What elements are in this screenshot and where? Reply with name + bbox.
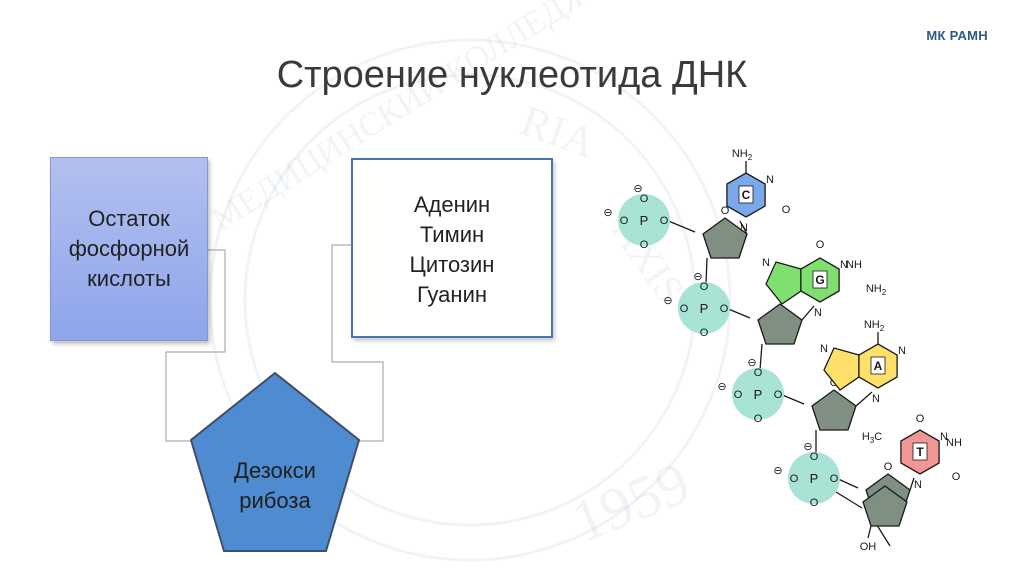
hydroxyl-group-label: OH xyxy=(860,541,877,553)
deoxyribose-sugar-ring xyxy=(702,217,748,259)
negative-charge-icon: ⊖ xyxy=(717,381,726,393)
dna-strand-illustration: POOOO⊖⊖OCNNNH2OPOOOO⊖⊖ONGNNONHNH2POOOO⊖⊖… xyxy=(603,148,962,553)
base-line-adenine: Аденин xyxy=(413,192,491,217)
phosphorus-atom-label: P xyxy=(810,471,819,486)
oxygen-atom-label: O xyxy=(640,193,649,205)
glycosidic-bond xyxy=(909,477,915,491)
negative-charge-icon: ⊖ xyxy=(747,357,756,369)
phosphate-disk xyxy=(678,282,730,334)
methyl-group-label: H3C xyxy=(862,431,882,445)
oxygen-atom-label: O xyxy=(720,303,729,315)
phosphate-line-3: кислоты xyxy=(87,266,171,291)
base-letter-badge xyxy=(912,442,928,461)
phosphate-disk xyxy=(732,368,784,420)
nitrogen-atom-label: N xyxy=(840,259,848,271)
amino-group-label: NH2 xyxy=(866,283,887,297)
oxygen-atom-label: O xyxy=(830,473,839,485)
oxygen-atom-label: O xyxy=(700,327,709,339)
base-letter-badge xyxy=(812,270,828,289)
brand-label: МК РАМН xyxy=(926,28,988,43)
backbone-bond xyxy=(665,219,696,233)
oxygen-atom-label: O xyxy=(620,215,629,227)
negative-charge-icon: ⊖ xyxy=(773,465,782,477)
nitrogen-atom-label: N xyxy=(898,345,906,357)
oxygen-atom-label: O xyxy=(640,239,649,251)
glycosidic-bond xyxy=(739,220,748,235)
negative-charge-icon: ⊖ xyxy=(693,271,702,283)
nitrogen-atom-label: N xyxy=(740,222,748,234)
oxygen-atom-label: O xyxy=(782,204,791,216)
negative-charge-icon: ⊖ xyxy=(603,207,612,219)
base-letter-badge xyxy=(738,185,754,204)
base-line-cytosine: Цитозин xyxy=(409,252,495,277)
phosphate-disk xyxy=(618,194,670,246)
nitrogen-atom-label: N xyxy=(820,343,828,355)
oxygen-atom-label: O xyxy=(810,497,819,509)
connector-bases-sugar xyxy=(325,244,384,442)
nitrogen-atom-label: N xyxy=(914,479,922,491)
phosphorus-atom-label: P xyxy=(640,213,649,228)
nitrogen-atom-label: N xyxy=(872,393,880,405)
phosphorus-atom-label: P xyxy=(700,301,709,316)
oxygen-atom-label: O xyxy=(680,303,689,315)
phosphorus-atom-label: P xyxy=(754,387,763,402)
oxygen-atom-label: O xyxy=(660,215,669,227)
base-letter-label: A xyxy=(874,359,883,373)
nitrogen-atom-label: N xyxy=(814,307,822,319)
negative-charge-icon: ⊖ xyxy=(663,295,672,307)
oxygen-atom-label: O xyxy=(774,389,783,401)
amino-group-label: NH2 xyxy=(732,148,753,162)
glycosidic-bond xyxy=(855,391,873,407)
page-title: Строение нуклеотида ДНК xyxy=(276,54,748,96)
backbone-bond xyxy=(705,257,708,285)
backbone-bond xyxy=(759,343,763,371)
phosphate-line-1: Остаток xyxy=(88,206,170,231)
oxygen-atom-label: O xyxy=(754,367,763,379)
oxygen-atom-label: O xyxy=(790,473,799,485)
negative-charge-icon: ⊖ xyxy=(803,441,812,453)
backbone-bond xyxy=(779,393,805,405)
bases-box: Аденин Тимин Цитозин Гуанин xyxy=(351,158,553,338)
oxygen-atom-label: O xyxy=(810,451,819,463)
nitrogen-atom-label: N xyxy=(940,431,948,443)
connector-phosphate-sugar xyxy=(165,249,226,442)
phosphate-disk xyxy=(788,452,840,504)
oxygen-atom-label: O xyxy=(734,389,743,401)
purine-five-ring xyxy=(765,261,802,305)
oxygen-atom-label: O xyxy=(884,461,893,473)
backbone-bond xyxy=(725,307,751,319)
imine-group-label: NH xyxy=(846,259,862,271)
base-line-guanine: Гуанин xyxy=(416,282,488,307)
amino-group-label: NH2 xyxy=(864,319,885,333)
nitrogen-atom-label: N xyxy=(766,174,774,186)
base-letter-label: C xyxy=(742,188,751,202)
oxygen-atom-label: O xyxy=(754,413,763,425)
base-letter-label: T xyxy=(916,445,924,459)
sugar-line-2: рибоза xyxy=(239,488,311,513)
oxygen-atom-label: O xyxy=(700,281,709,293)
base-letter-badge xyxy=(870,356,886,375)
deoxyribose-sugar-ring xyxy=(757,303,803,345)
oxygen-atom-label: O xyxy=(721,205,730,217)
negative-charge-icon: ⊖ xyxy=(633,183,642,195)
deoxyribose-sugar-ring xyxy=(862,485,908,527)
deoxyribose-sugar-ring xyxy=(811,389,857,431)
nitrogen-atom-label: N xyxy=(762,257,770,269)
phosphate-box: Остаток фосфорной кислоты xyxy=(50,157,208,341)
sugar-line-1: Дезокси xyxy=(234,458,316,483)
oxygen-atom-label: O xyxy=(952,471,961,483)
imine-group-label: NH xyxy=(946,437,962,449)
phosphate-line-2: фосфорной xyxy=(68,236,190,261)
sugar-pentagon xyxy=(189,371,361,552)
oxygen-atom-label: O xyxy=(916,413,925,425)
hydroxyl-bond xyxy=(867,525,872,539)
glycosidic-bond xyxy=(801,305,815,321)
sugar-label: Дезокси рибоза xyxy=(200,456,350,516)
base-line-thymine: Тимин xyxy=(419,222,485,247)
backbone-bond xyxy=(835,491,863,509)
oxygen-atom-label: O xyxy=(816,239,825,251)
base-letter-label: G xyxy=(815,273,824,287)
